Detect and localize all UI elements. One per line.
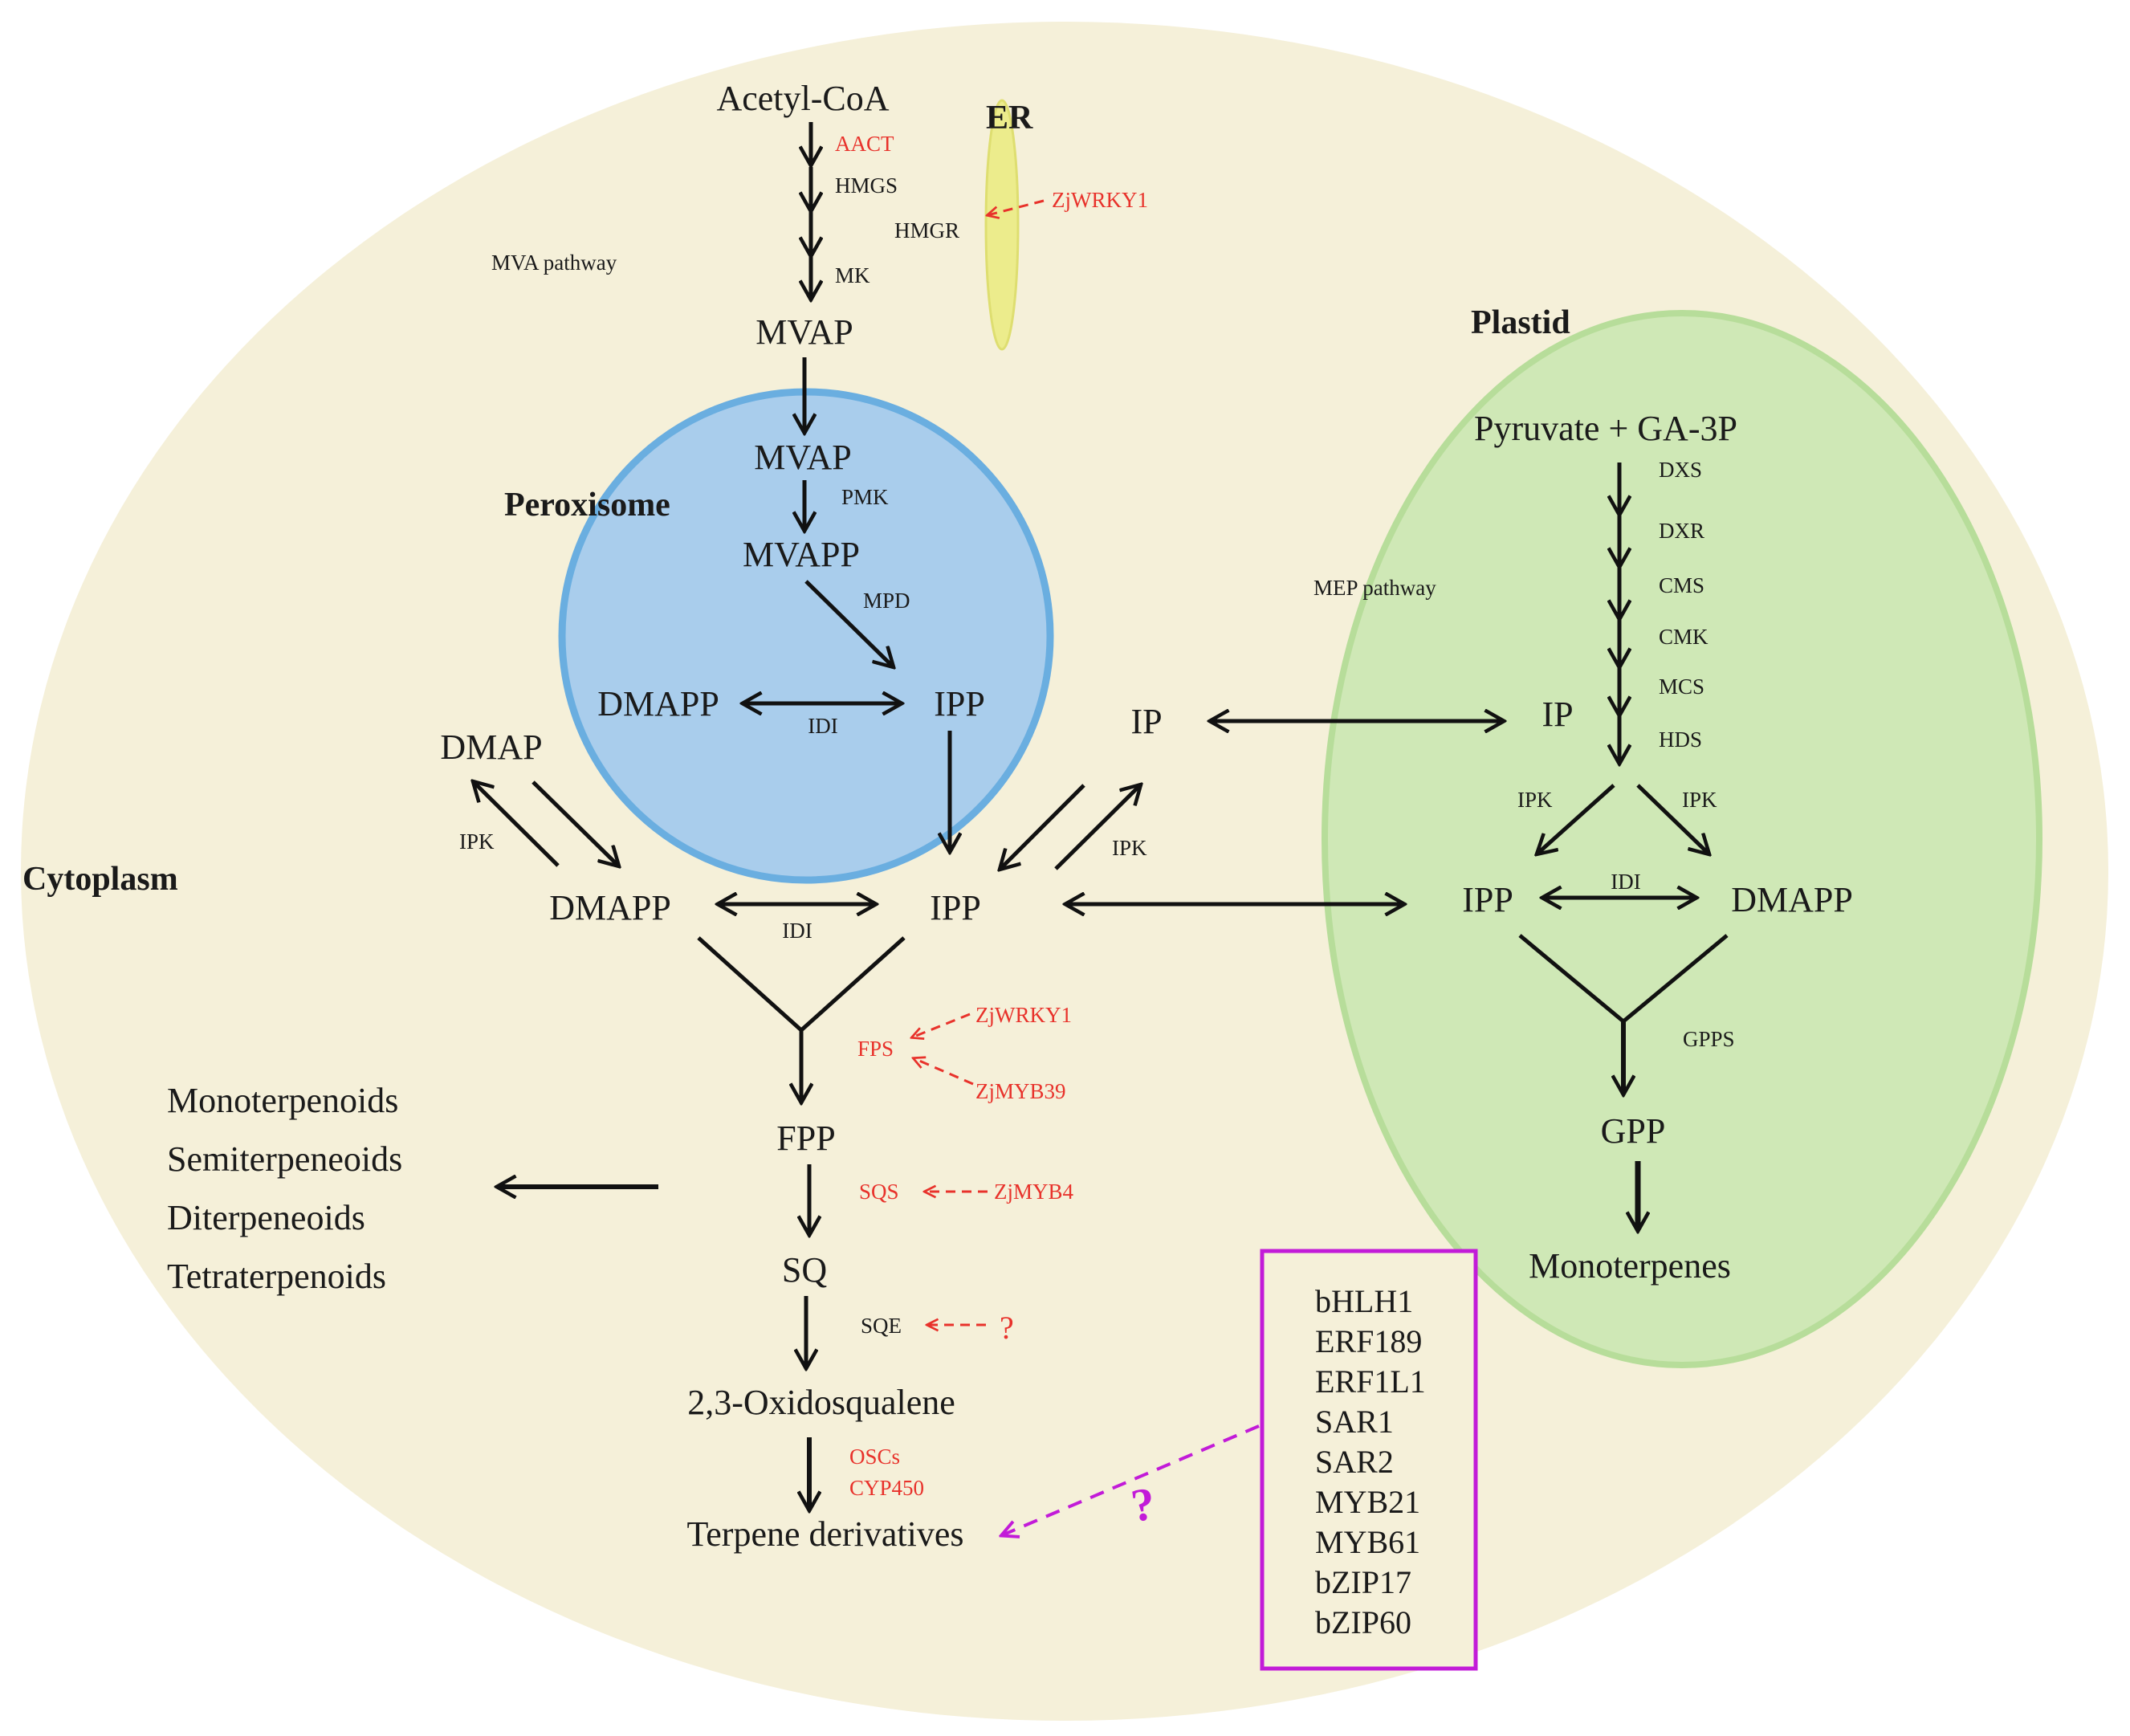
tf-candidate: SAR1 <box>1315 1404 1394 1440</box>
aact-enzyme: AACT <box>835 132 894 156</box>
tf-candidate: bZIP60 <box>1315 1604 1411 1640</box>
mvap-perox-node: MVAP <box>754 438 851 477</box>
mpd-enzyme: MPD <box>863 589 910 613</box>
cytoplasm-label: Cytoplasm <box>22 861 178 898</box>
ipk-plastid-left-enzyme: IPK <box>1517 788 1553 812</box>
idi-plastid-enzyme: IDI <box>1611 870 1640 894</box>
peroxisome-label: Peroxisome <box>504 487 670 524</box>
tf-candidate-list: bHLH1 ERF189 ERF1L1 SAR1 SAR2 MYB21 MYB6… <box>1315 1283 1426 1640</box>
mva-pathway-label: MVA pathway <box>491 251 617 275</box>
gpp-node: GPP <box>1601 1111 1666 1151</box>
hmgr-enzyme: HMGR <box>894 218 959 242</box>
dmapp-plastid-node: DMAPP <box>1731 880 1853 919</box>
pyruvate-ga3p-node: Pyruvate + GA-3P <box>1474 409 1737 448</box>
fps-enzyme: FPS <box>857 1037 894 1061</box>
ip-cyto-node: IP <box>1130 702 1162 741</box>
ipp-plastid-node: IPP <box>1462 880 1513 919</box>
er-organelle <box>984 99 1020 351</box>
zjmyb39-fps-regulation <box>914 1058 974 1086</box>
terpene-derivatives-node: Terpene derivatives <box>686 1514 963 1554</box>
pmk-enzyme: PMK <box>841 485 889 509</box>
mvapp-node: MVAPP <box>743 535 860 574</box>
mk-enzyme: MK <box>835 263 870 287</box>
tf-candidate: bZIP17 <box>1315 1564 1411 1600</box>
terpenoid-product: Semiterpeneoids <box>167 1139 402 1179</box>
zjwrky1-fps-regulation <box>912 1013 971 1037</box>
zjmyb4-label: ZjMYB4 <box>994 1180 1074 1204</box>
sqe-enzyme: SQE <box>861 1314 902 1338</box>
monoterpenes-node: Monoterpenes <box>1529 1246 1731 1286</box>
tf-candidate: SAR2 <box>1315 1444 1394 1480</box>
mep-pathway-label: MEP pathway <box>1313 576 1436 600</box>
acetyl-coa-node: Acetyl-CoA <box>716 79 889 118</box>
dmapp-perox-node: DMAPP <box>597 684 719 723</box>
ipk-plastid-right-enzyme: IPK <box>1682 788 1717 812</box>
terpenoid-product: Diterpeneoids <box>167 1198 365 1237</box>
oxidosqualene-node: 2,3-Oxidosqualene <box>687 1383 955 1422</box>
dxs-enzyme: DXS <box>1659 458 1702 482</box>
tf-candidate: MYB21 <box>1315 1484 1420 1520</box>
gpps-enzyme: GPPS <box>1683 1027 1735 1051</box>
oscs-enzyme: OSCs <box>849 1445 900 1469</box>
ipk-plastid-right-arrow <box>1636 784 1708 854</box>
zjmyb39-label: ZjMYB39 <box>975 1079 1066 1103</box>
terpenoid-product: Monoterpenoids <box>167 1081 398 1120</box>
zjwrky1-fps-label: ZjWRKY1 <box>975 1003 1072 1027</box>
idi-perox-enzyme: IDI <box>808 714 837 738</box>
plastid-label: Plastid <box>1471 304 1570 341</box>
dmapp-to-dmap-arrow <box>474 782 560 867</box>
tf-candidate: bHLH1 <box>1315 1283 1413 1319</box>
tf-candidate: ERF1L1 <box>1315 1363 1426 1400</box>
ip-to-ipp-arrow <box>1000 784 1085 869</box>
tf-candidate-box <box>1260 1249 1478 1671</box>
hmgs-enzyme: HMGS <box>835 173 898 198</box>
dmapp-cyto-node: DMAPP <box>549 888 671 927</box>
zjwrky1-er-regulation <box>988 199 1045 215</box>
mcs-enzyme: MCS <box>1659 674 1704 699</box>
tf-candidate: ERF189 <box>1315 1323 1422 1359</box>
sq-node: SQ <box>782 1250 827 1290</box>
ip-plastid-node: IP <box>1542 695 1573 734</box>
dxr-enzyme: DXR <box>1659 519 1704 543</box>
plastid-organelle <box>1322 310 2042 1368</box>
cms-enzyme: CMS <box>1659 573 1704 597</box>
dmap-to-dmapp-arrow <box>531 780 618 866</box>
zjwrky1-er-label: ZjWRKY1 <box>1052 188 1148 212</box>
er-label: ER <box>986 100 1033 137</box>
cyp450-enzyme: CYP450 <box>849 1476 924 1500</box>
fpp-node: FPP <box>776 1119 835 1158</box>
ipp-perox-node: IPP <box>934 684 985 723</box>
terpenoid-product: Tetraterpenoids <box>167 1257 386 1296</box>
idi-cyto-enzyme: IDI <box>782 919 812 943</box>
mpd-arrow <box>804 580 893 666</box>
tf-candidate: MYB61 <box>1315 1524 1420 1560</box>
sqs-enzyme: SQS <box>859 1180 899 1204</box>
ipp-to-ip-arrow <box>1054 785 1140 870</box>
mvap-cyto-node: MVAP <box>755 312 853 352</box>
ipp-cyto-node: IPP <box>930 888 981 927</box>
cmk-enzyme: CMK <box>1659 625 1708 649</box>
terpenoid-products-list: Monoterpenoids Semiterpeneoids Diterpene… <box>167 1081 402 1296</box>
hds-enzyme: HDS <box>1659 727 1702 752</box>
dmap-node: DMAP <box>440 727 542 767</box>
ipk-plastid-left-arrow <box>1537 784 1615 854</box>
sqe-question-mark: ? <box>1000 1310 1014 1346</box>
ipk-right-enzyme: IPK <box>1112 836 1147 860</box>
ipk-left-enzyme: IPK <box>459 829 495 854</box>
